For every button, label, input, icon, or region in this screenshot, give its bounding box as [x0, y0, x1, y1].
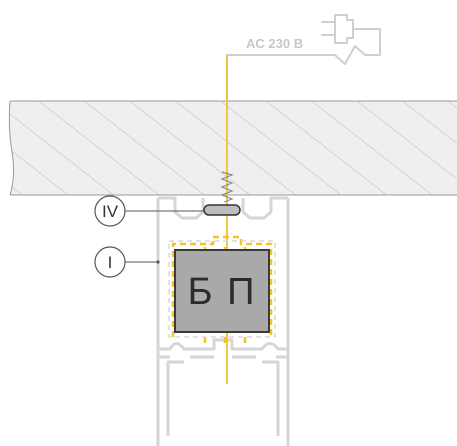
psu-outline	[168, 240, 276, 338]
callout-profile-label: I	[108, 253, 113, 272]
cable-strain-relief	[220, 171, 234, 203]
callout-clamp: IV	[94, 195, 204, 227]
power-plug-icon	[226, 14, 381, 102]
psu-label: Б П	[188, 271, 257, 313]
callout-profile: I	[94, 246, 160, 278]
ceiling-slab	[8, 100, 457, 196]
power-source-label: AC 230 B	[246, 36, 303, 51]
aluminum-profile	[156, 196, 290, 446]
power-supply-unit	[174, 249, 270, 333]
callout-clamp-label: IV	[102, 202, 119, 221]
cable-clamp	[203, 204, 241, 216]
